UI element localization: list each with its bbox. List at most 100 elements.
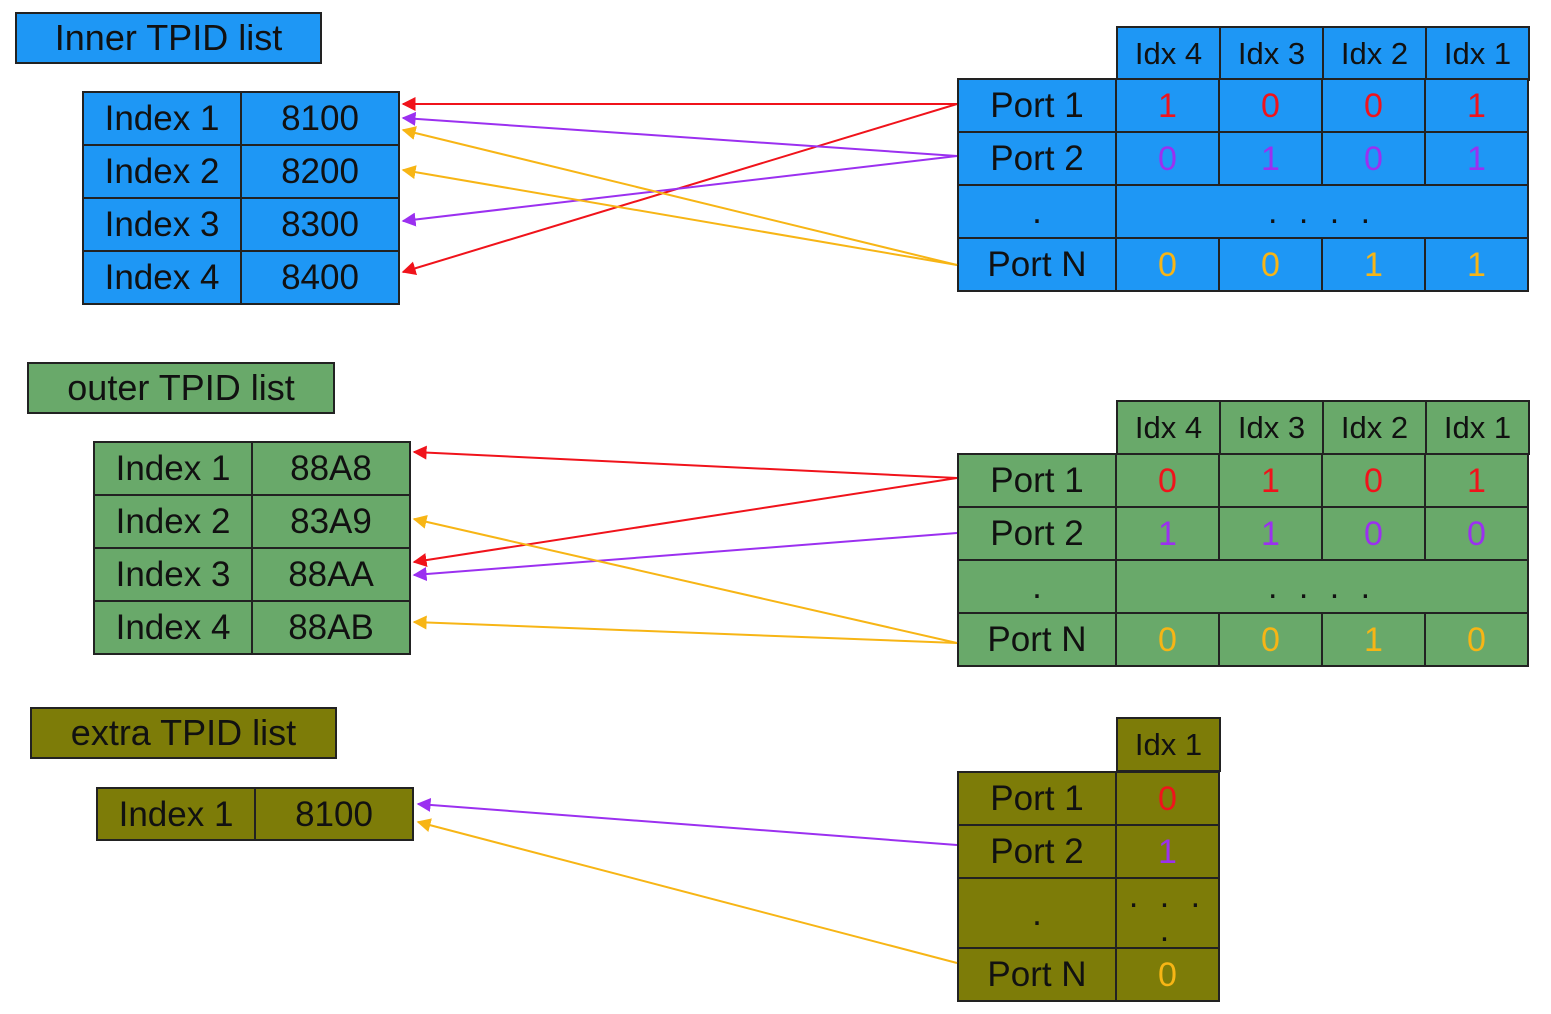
port-label: Port 1 xyxy=(957,771,1117,826)
bit-value: 0 xyxy=(1218,78,1323,133)
idx-header: Idx 1 xyxy=(1116,717,1221,772)
inner-tpid-list-title: Inner TPID list xyxy=(15,12,322,64)
bit-value: 0 xyxy=(1424,506,1529,561)
bit-value: 1 xyxy=(1424,131,1529,186)
bit-value: 1 xyxy=(1218,131,1323,186)
purple-mapping-arrow xyxy=(412,532,958,582)
bit-value: 0 xyxy=(1218,237,1323,292)
idx-header: Idx 4 xyxy=(1116,400,1221,455)
bit-value: 0 xyxy=(1218,612,1323,667)
port-label: . xyxy=(957,184,1117,239)
index-label: Index 4 xyxy=(93,600,253,655)
extra-bit-header: Idx 1 xyxy=(1116,717,1221,772)
idx-header: Idx 1 xyxy=(1425,400,1530,455)
port-label: Port 1 xyxy=(957,78,1117,133)
red-mapping-arrow xyxy=(412,477,958,567)
bit-value: 1 xyxy=(1321,612,1426,667)
port-label: Port 2 xyxy=(957,506,1117,561)
idx-header: Idx 4 xyxy=(1116,26,1221,81)
bit-value: 1 xyxy=(1424,237,1529,292)
bit-value: 1 xyxy=(1115,506,1220,561)
ellipsis: . . . . xyxy=(1115,184,1529,239)
tpid-value: 88AB xyxy=(251,600,411,655)
bit-value: 0 xyxy=(1321,78,1426,133)
purple-mapping-arrow xyxy=(416,797,958,846)
index-label: Index 1 xyxy=(93,441,253,496)
port-row: .. . . . xyxy=(957,877,1220,949)
bit-value: 0 xyxy=(1115,771,1220,826)
bit-value: 0 xyxy=(1115,237,1220,292)
port-row: .. . . . xyxy=(957,559,1529,614)
bit-value: 0 xyxy=(1115,947,1220,1002)
idx-header: Idx 1 xyxy=(1425,26,1530,81)
port-label: Port N xyxy=(957,612,1117,667)
bit-value: 1 xyxy=(1218,453,1323,508)
bit-value: 0 xyxy=(1115,131,1220,186)
ellipsis: . . . . xyxy=(1115,877,1220,949)
port-label: Port N xyxy=(957,237,1117,292)
bit-value: 1 xyxy=(1424,78,1529,133)
orange-mapping-arrow xyxy=(412,514,958,644)
bit-value: 0 xyxy=(1115,612,1220,667)
bit-value: 0 xyxy=(1424,612,1529,667)
bit-value: 1 xyxy=(1321,237,1426,292)
orange-mapping-arrow xyxy=(412,615,958,644)
tpid-value: 88AA xyxy=(251,547,411,602)
red-mapping-arrow xyxy=(412,445,958,479)
index-label: Index 4 xyxy=(82,250,242,305)
purple-mapping-arrow xyxy=(401,111,958,157)
idx-header: Idx 2 xyxy=(1322,400,1427,455)
tpid-value: 8100 xyxy=(254,787,414,841)
bit-value: 1 xyxy=(1115,78,1220,133)
outer-tpid-list-title: outer TPID list xyxy=(27,362,335,414)
ellipsis: . . . . xyxy=(1115,559,1529,614)
bit-value: 0 xyxy=(1321,506,1426,561)
tpid-value: 8300 xyxy=(240,197,400,252)
orange-mapping-arrow xyxy=(401,165,958,266)
bit-value: 1 xyxy=(1115,824,1220,879)
bit-value: 0 xyxy=(1321,453,1426,508)
tpid-value: 83A9 xyxy=(251,494,411,549)
bit-value: 1 xyxy=(1424,453,1529,508)
extra-tpid-list-title: extra TPID list xyxy=(30,707,337,759)
orange-mapping-arrow xyxy=(401,126,958,266)
tpid-value: 8200 xyxy=(240,144,400,199)
purple-mapping-arrow xyxy=(401,155,958,227)
bit-value: 0 xyxy=(1115,453,1220,508)
index-label: Index 1 xyxy=(96,787,256,841)
port-label: Port N xyxy=(957,947,1117,1002)
port-label: . xyxy=(957,559,1117,614)
orange-mapping-arrow xyxy=(416,818,958,964)
index-label: Index 1 xyxy=(82,91,242,146)
bit-value: 0 xyxy=(1321,131,1426,186)
port-label: . xyxy=(957,877,1117,949)
port-label: Port 1 xyxy=(957,453,1117,508)
tpid-value: 88A8 xyxy=(251,441,411,496)
